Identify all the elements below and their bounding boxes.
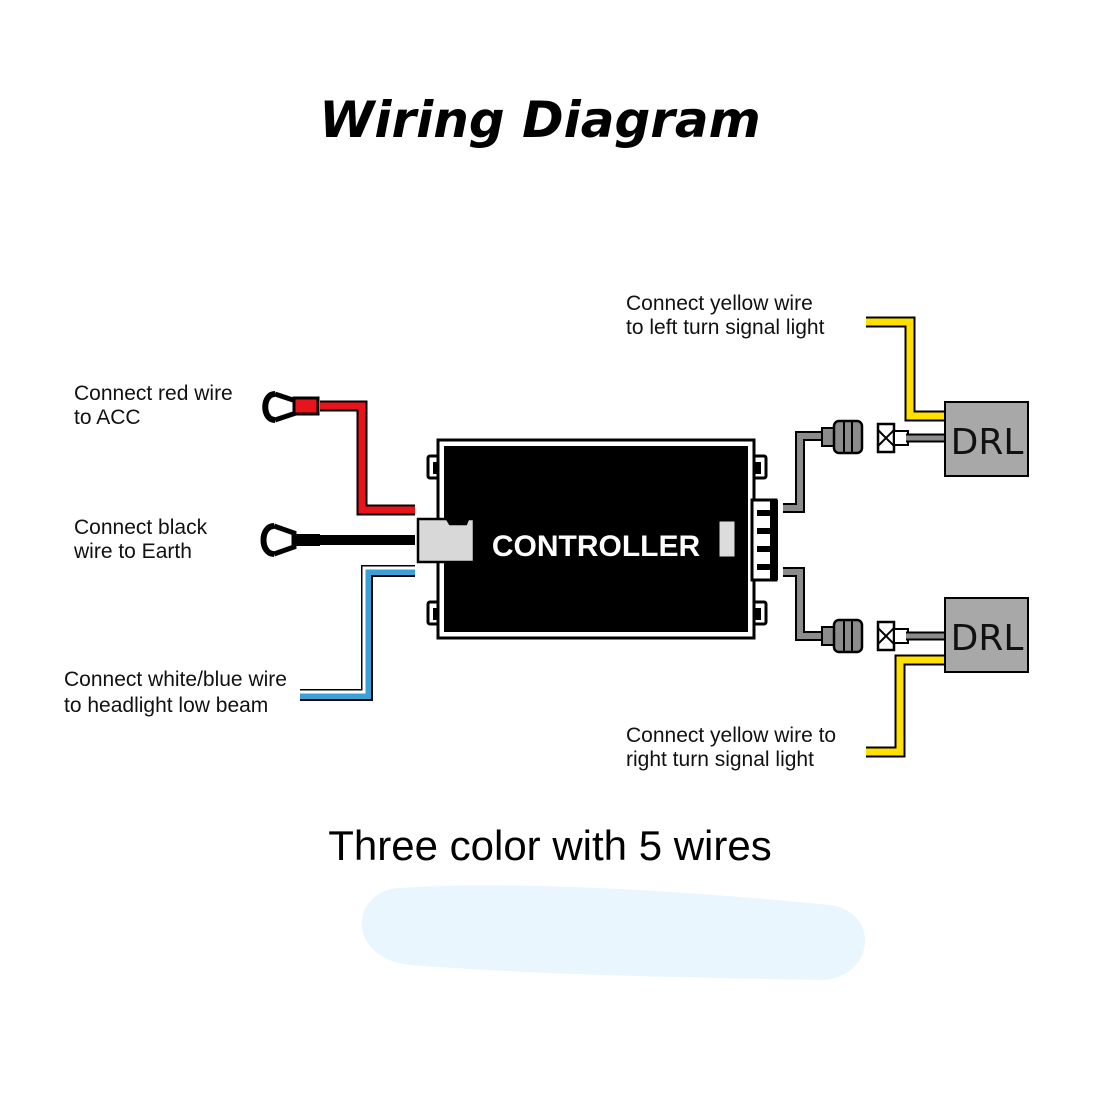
yellow-wire-left [866, 316, 946, 422]
controller-input-connector [416, 517, 476, 564]
label-white-blue-line-2: to headlight low beam [64, 694, 268, 717]
red-wire [320, 400, 415, 516]
label-white-blue-wire: Connect white/blue wire to headlight low… [64, 668, 287, 717]
controller-indicator [718, 520, 736, 558]
label-white-blue-line-1: Connect white/blue wire [64, 668, 287, 691]
controller-label: CONTROLLER [492, 530, 701, 563]
page-title: Wiring Diagram [319, 91, 761, 149]
label-yellow-right: Connect yellow wire to right turn signal… [626, 724, 836, 771]
background-smudge [361, 885, 866, 980]
label-red-line-1: Connect red wire [74, 382, 233, 405]
gray-wire-bottom [783, 567, 824, 641]
label-yellow-left-line-1: Connect yellow wire [626, 292, 813, 315]
label-red-wire: Connect red wire to ACC [74, 382, 233, 429]
fuse-icon-bottom [876, 620, 909, 652]
plug-connector-icon-bottom [821, 618, 864, 654]
page-subtitle: Three color with 5 wires [328, 822, 771, 869]
label-black-line-1: Connect black [74, 516, 208, 539]
black-fork-terminal-icon [260, 523, 320, 557]
label-yellow-right-line-2: right turn signal light [626, 748, 814, 771]
label-yellow-left-line-2: to left turn signal light [626, 316, 825, 339]
label-yellow-right-line-1: Connect yellow wire to [626, 724, 836, 747]
controller-output-connector [750, 498, 778, 582]
drl-label-top: DRL [951, 422, 1024, 463]
drl-box-bottom: DRL [944, 597, 1029, 673]
gray-wire-top [783, 431, 824, 513]
fuse-icon-top [876, 422, 909, 454]
drl-label-bottom: DRL [951, 618, 1024, 659]
label-yellow-left: Connect yellow wire to left turn signal … [626, 292, 825, 339]
white-blue-wire [300, 565, 415, 701]
label-black-wire: Connect black wire to Earth [73, 516, 208, 563]
drl-box-top: DRL [944, 401, 1029, 477]
plug-connector-icon-top [821, 419, 864, 455]
label-red-line-2: to ACC [74, 406, 141, 429]
yellow-wire-right [866, 654, 946, 758]
label-black-line-2: wire to Earth [73, 540, 192, 563]
red-fork-terminal-icon [262, 391, 320, 423]
